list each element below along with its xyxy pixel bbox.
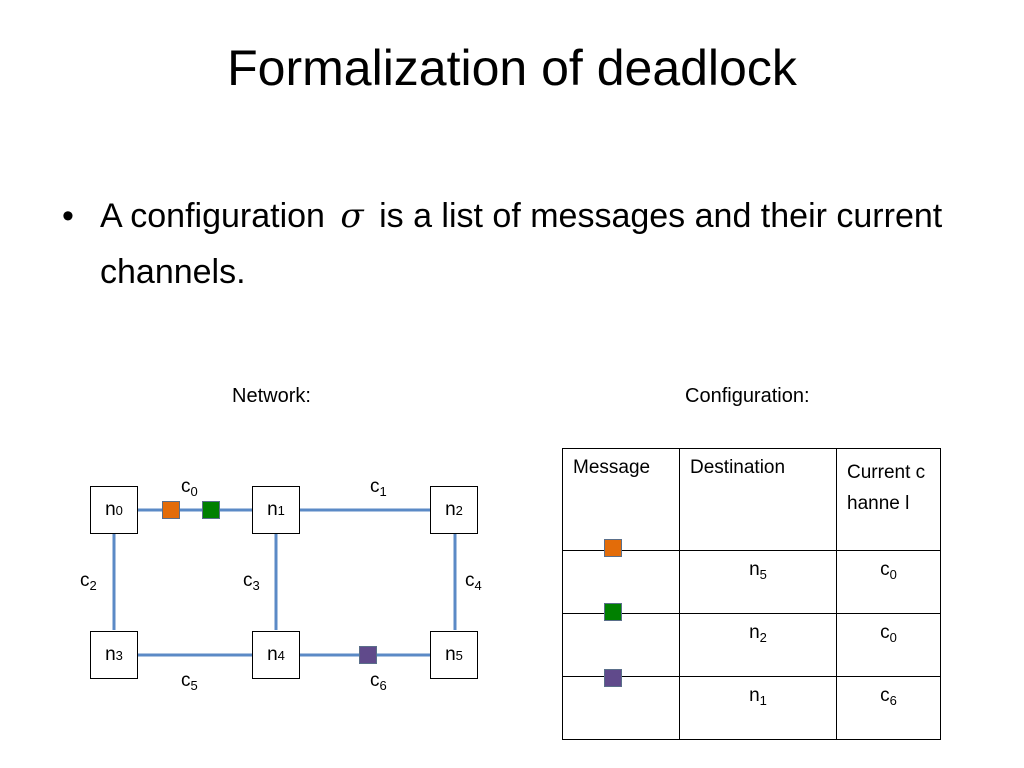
channel-label-c3: c3 <box>243 570 260 593</box>
channel-cell: c6 <box>836 676 941 740</box>
table-row: n2 c0 <box>562 613 941 677</box>
bullet-point: • A configuration σ is a list of message… <box>62 188 962 300</box>
destination-cell: n1 <box>679 676 837 740</box>
channel-cell: c0 <box>836 613 941 677</box>
header-current-channel: Current channe l <box>836 448 941 551</box>
slide-title: Formalization of deadlock <box>227 40 797 96</box>
table-message-purple <box>604 669 622 687</box>
bullet-marker: • <box>62 197 74 235</box>
message-green <box>202 501 220 519</box>
message-purple <box>359 646 377 664</box>
table-header-row: Message Destination Current channe l <box>562 448 941 551</box>
channel-label-c2: c2 <box>80 570 97 593</box>
bullet-text: A configuration σ is a list of messages … <box>100 188 962 300</box>
network-label: Network: <box>232 385 311 407</box>
channel-label-c6: c6 <box>370 670 387 693</box>
destination-cell: n2 <box>679 613 837 677</box>
configuration-table: Message Destination Current channe l n5 … <box>562 448 941 740</box>
header-destination: Destination <box>679 448 837 551</box>
table-message-green <box>604 603 622 621</box>
table-message-orange <box>604 539 622 557</box>
channel-label-c4: c4 <box>465 570 482 593</box>
table-row: n1 c6 <box>562 676 941 740</box>
bullet-text-before: A configuration <box>100 197 325 235</box>
channel-cell: c0 <box>836 550 941 614</box>
message-cell <box>562 613 680 677</box>
channel-label-c1: c1 <box>370 476 387 499</box>
channel-label-c0: c0 <box>181 476 198 499</box>
header-message: Message <box>562 448 680 551</box>
sigma-symbol: σ <box>340 196 364 236</box>
bullet-text-after: is a list of messages and their current … <box>100 197 943 291</box>
message-orange <box>162 501 180 519</box>
configuration-label: Configuration: <box>685 385 810 407</box>
destination-cell: n5 <box>679 550 837 614</box>
link-lines <box>112 508 457 657</box>
channel-label-c5: c5 <box>181 670 198 693</box>
